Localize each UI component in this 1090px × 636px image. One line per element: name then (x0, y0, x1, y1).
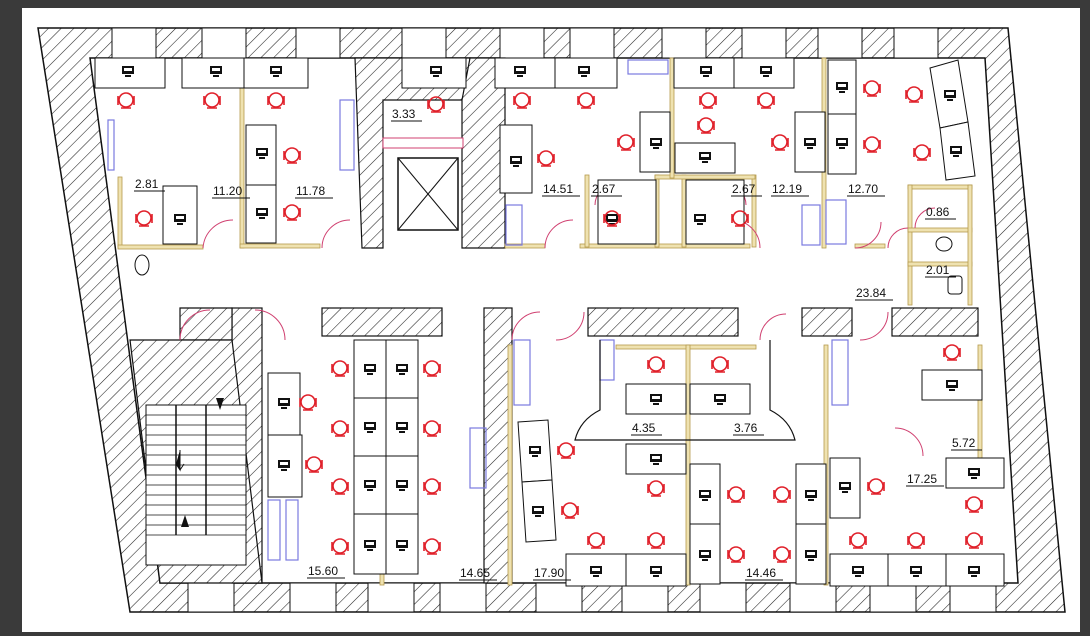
room-area-label: 11.20 (213, 184, 242, 198)
elevator-shaft (382, 137, 464, 231)
room-area-label: 11.78 (296, 184, 325, 198)
room-area-label: 14.51 (543, 182, 573, 196)
room-area-labels: 2.81 11.20 11.78 3.33 14.51 2.67 2.67 12.19 12.7… (134, 107, 982, 581)
room-area-label: 2.01 (926, 263, 950, 277)
room-area-label: 12.70 (848, 182, 878, 196)
room-area-label: 2.67 (592, 182, 616, 196)
room-area-label: 4.35 (632, 421, 656, 435)
room-area-label: 2.67 (732, 182, 756, 196)
bottom-windows (187, 582, 997, 613)
room-area-label: 23.84 (856, 286, 886, 300)
room-area-label: 2.81 (135, 177, 159, 191)
room-area-label: 17.25 (907, 472, 937, 486)
doors (179, 184, 936, 457)
top-windows (111, 27, 939, 59)
room-area-label: 12.19 (772, 182, 802, 196)
room-area-label: 14.46 (746, 566, 776, 580)
room-area-label: 17.90 (534, 566, 564, 580)
room-area-label: 14.65 (460, 566, 490, 580)
room-area-label: 0.86 (926, 205, 950, 219)
inner-walls (129, 57, 979, 584)
room-area-label: 5.72 (952, 436, 976, 450)
glazing (107, 59, 849, 561)
room-area-label: 3.33 (392, 107, 416, 121)
room-area-label: 3.76 (734, 421, 758, 435)
toilet-fixtures (134, 236, 963, 295)
meeting-room (574, 340, 796, 441)
stairwell (145, 398, 247, 566)
room-area-label: 15.60 (308, 564, 338, 578)
